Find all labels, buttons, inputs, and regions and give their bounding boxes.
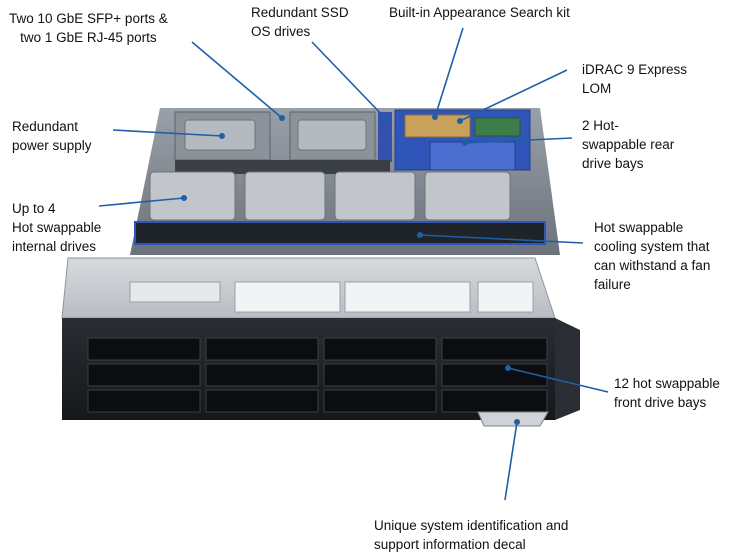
leader-idrac [459, 69, 568, 122]
leader-ssd-drives [311, 41, 386, 119]
leader-cooling [419, 234, 584, 244]
leader-dot [417, 232, 423, 238]
internal-drive [149, 171, 236, 221]
leader-dot [279, 115, 285, 121]
server-chassis [130, 108, 560, 255]
leader-front-bays [507, 367, 609, 393]
cooling-fans [134, 221, 546, 245]
callout-rear-bays: 2 Hot- swappable rear drive bays [582, 118, 675, 171]
ssd-drive [378, 112, 392, 162]
leader-appearance-kit [434, 27, 464, 118]
service-label-4 [477, 281, 534, 313]
front-drive-bay [323, 363, 437, 387]
callout-front-bays: 12 hot swappable front drive bays [614, 376, 720, 410]
appearance-kit-card [404, 114, 471, 138]
internal-drive [244, 171, 326, 221]
leader-dot [432, 114, 438, 120]
service-label-2 [234, 281, 341, 313]
front-drive-bay [441, 337, 548, 361]
idrac-module [474, 117, 521, 137]
front-drive-bay [441, 363, 548, 387]
front-drive-bay [323, 389, 437, 413]
callout-cooling: Hot swappable cooling system that can wi… [594, 220, 711, 292]
leader-dot [219, 133, 225, 139]
front-drive-bay [205, 337, 319, 361]
front-drive-bays [87, 337, 548, 413]
internal-drives [149, 171, 511, 221]
front-drive-bay [87, 337, 201, 361]
leader-rear-bays [464, 137, 573, 144]
front-drive-bay [87, 363, 201, 387]
leader-sfp-ports [191, 41, 283, 119]
id-decal-tab [477, 411, 549, 427]
callout-sfp-ports: Two 10 GbE SFP+ ports & two 1 GbE RJ-45 … [9, 11, 168, 45]
callout-idrac: iDRAC 9 Express LOM [582, 62, 688, 96]
rear-drive-bays [429, 141, 516, 171]
callout-power-supply: Redundant power supply [12, 119, 92, 153]
leader-dot [382, 115, 388, 121]
front-right-side [555, 318, 580, 420]
leader-dot [505, 365, 511, 371]
memory-area [175, 160, 390, 174]
leader-dot [181, 195, 187, 201]
callout-decal: Unique system identification and support… [374, 518, 569, 552]
service-label-3 [344, 281, 471, 313]
leader-decal [504, 421, 518, 501]
callout-appearance-kit: Built-in Appearance Search kit [389, 5, 570, 20]
leader-lines [98, 27, 609, 501]
callout-internal-drives: Up to 4 Hot swappable internal drives [12, 201, 102, 254]
internal-drive [334, 171, 416, 221]
front-drive-bay [323, 337, 437, 361]
leader-dot [457, 118, 463, 124]
leader-dot [514, 419, 520, 425]
internal-drive [424, 171, 511, 221]
front-drive-bay [87, 389, 201, 413]
front-drive-bay [205, 363, 319, 387]
front-drive-bay [205, 389, 319, 413]
leader-internal-drives [98, 197, 185, 207]
service-label [129, 281, 221, 303]
psu-module-2 [297, 119, 367, 151]
leader-power-supply [112, 129, 223, 137]
leader-dot [462, 140, 468, 146]
callout-ssd-drives: Redundant SSD OS drives [251, 5, 349, 39]
front-drive-bay [441, 389, 548, 413]
